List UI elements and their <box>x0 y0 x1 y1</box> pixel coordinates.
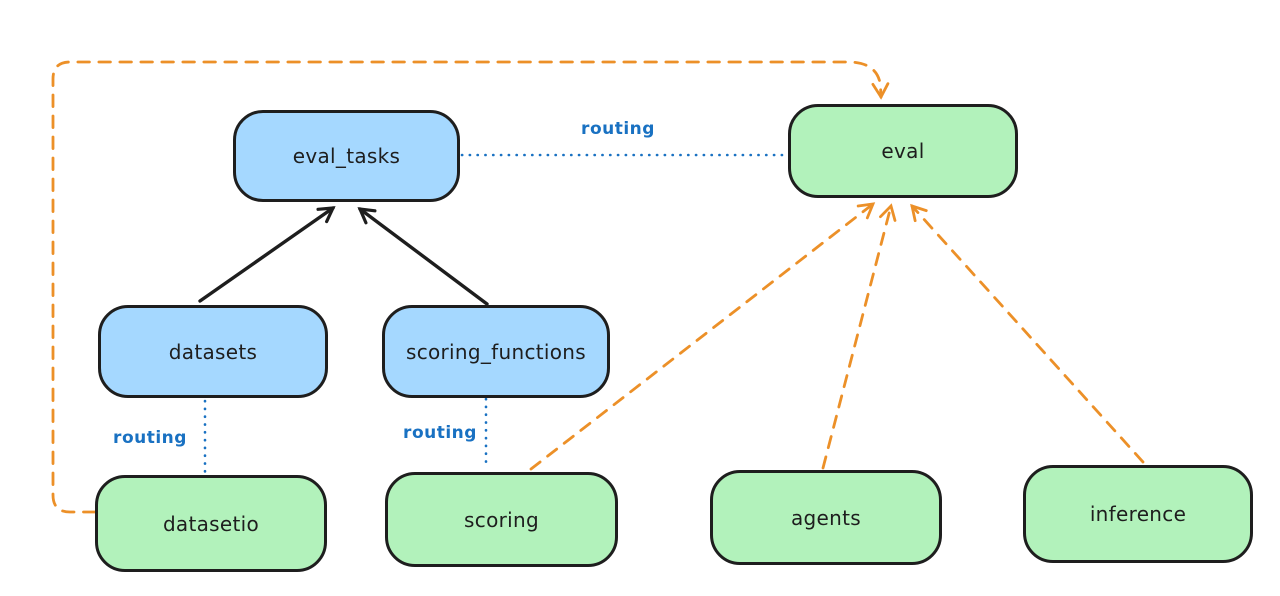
node-agents: agents <box>710 470 942 565</box>
edge-datasetio-to-eval <box>51 60 890 514</box>
node-inference: inference <box>1023 465 1253 563</box>
node-scoring-functions: scoring_functions <box>382 305 610 398</box>
node-scoring-functions-label: scoring_functions <box>405 339 587 364</box>
edge-scoring-to-eval <box>529 202 876 471</box>
node-inference-label: inference <box>1089 502 1187 526</box>
node-datasetio-label: datasetio <box>162 511 260 536</box>
node-datasets: datasets <box>98 305 328 398</box>
node-datasets-label: datasets <box>168 339 258 364</box>
node-eval-tasks-label: eval_tasks <box>292 144 401 168</box>
edge-datasets-to-eval-tasks <box>198 206 336 303</box>
node-scoring-label: scoring <box>464 507 539 532</box>
edge-scoring-functions-to-eval-tasks <box>357 207 489 306</box>
routing-label-datasets-datasetio: routing <box>113 428 187 448</box>
node-eval-label: eval <box>881 139 925 163</box>
node-eval: eval <box>788 104 1018 198</box>
routing-label-scoring-functions-scoring: routing <box>403 423 477 443</box>
node-agents-label: agents <box>791 505 861 530</box>
node-eval-tasks: eval_tasks <box>233 110 460 202</box>
node-datasetio: datasetio <box>95 475 327 572</box>
routing-label-eval-tasks-eval: routing <box>581 119 655 139</box>
edge-inference-to-eval <box>910 203 1145 464</box>
edge-agents-to-eval <box>821 203 897 470</box>
node-scoring: scoring <box>385 472 618 567</box>
